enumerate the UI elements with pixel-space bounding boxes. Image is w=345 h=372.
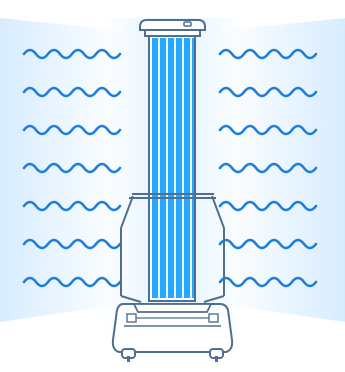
uv-lamp-tubes: [152, 38, 194, 298]
robot-base: [111, 303, 234, 353]
uv-tube: [168, 38, 174, 298]
robot-top-cap: [139, 19, 206, 31]
uv-tube: [176, 38, 182, 298]
tube-divider: [166, 38, 168, 298]
robot-left-port: [126, 313, 137, 323]
tube-divider: [190, 38, 192, 298]
uv-tube: [152, 38, 158, 298]
robot-base-top-lip: [132, 303, 213, 313]
tube-divider: [158, 38, 160, 298]
wheel-stem: [215, 356, 218, 362]
robot-right-port: [208, 313, 219, 323]
support-frame: [120, 193, 225, 303]
uv-tube: [184, 38, 190, 298]
robot-top-button: [183, 21, 192, 27]
tube-divider: [182, 38, 184, 298]
tube-divider: [174, 38, 176, 298]
uv-tube: [192, 38, 194, 298]
robot-wheels: [121, 348, 224, 362]
uv-robot: [111, 19, 234, 362]
wheel-stem: [127, 356, 130, 362]
uv-tube: [160, 38, 166, 298]
